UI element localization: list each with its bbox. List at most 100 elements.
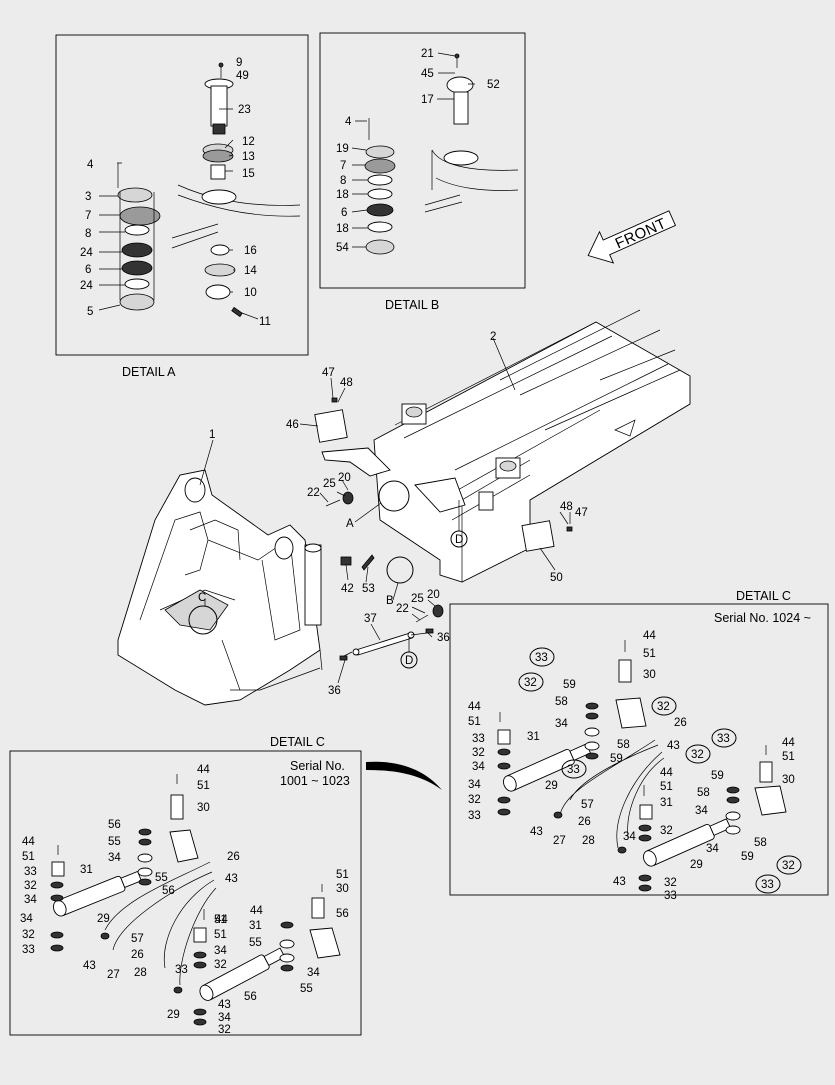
main-leader-lines bbox=[199, 337, 571, 684]
part-number: 47 bbox=[575, 507, 588, 519]
detail-c-right-cylinder-2 bbox=[643, 818, 732, 867]
part-number: 30 bbox=[782, 774, 795, 786]
detail-c-left-frame bbox=[9, 750, 362, 1036]
detail-c-left-bracket-2 bbox=[309, 927, 341, 959]
part-number: 15 bbox=[242, 168, 255, 180]
part-number: 32 bbox=[22, 929, 35, 941]
detail-c-curved-arrow bbox=[366, 761, 442, 790]
circled-label: 32 bbox=[691, 749, 704, 761]
part-number: 31 bbox=[527, 731, 540, 743]
detail-a-bearing-stack bbox=[117, 163, 161, 311]
main-part-numbers: 2 1 47 48 46 25 20 22 42 53 48 47 50 22 … bbox=[209, 331, 588, 697]
circled-label: 33 bbox=[717, 733, 730, 745]
part-number: 26 bbox=[578, 816, 591, 828]
part-number: 19 bbox=[336, 143, 349, 155]
detail-a-frame bbox=[55, 34, 309, 356]
part-number: 27 bbox=[107, 969, 120, 981]
detail-b-caption: DETAIL B bbox=[385, 298, 439, 312]
detail-b-frame-arm bbox=[424, 149, 519, 213]
part-number: 52 bbox=[487, 79, 500, 91]
part-number: 55 bbox=[300, 983, 313, 995]
part-number: 20 bbox=[427, 589, 440, 601]
serial-right: Serial No. 1024 ~ bbox=[714, 611, 811, 625]
part-number: 59 bbox=[741, 851, 754, 863]
detail-c-left-part-numbers: 44 51 30 56 55 34 26 43 55 56 44 51 31 3… bbox=[20, 764, 349, 1036]
part-number: 30 bbox=[197, 802, 210, 814]
part-number: 51 bbox=[782, 751, 795, 763]
part-number: 44 bbox=[197, 764, 210, 776]
detail-b-pin-assembly bbox=[443, 53, 479, 166]
part-number: 29 bbox=[167, 1009, 180, 1021]
part-number: 36 bbox=[437, 632, 450, 644]
part-number: 30 bbox=[336, 883, 349, 895]
part-number: 22 bbox=[396, 603, 409, 615]
part-number: 25 bbox=[323, 478, 336, 490]
part-number: 12 bbox=[242, 136, 255, 148]
ref-letter-d-2: D bbox=[405, 655, 413, 667]
detail-a bbox=[55, 34, 309, 356]
part-number: 2 bbox=[490, 331, 496, 343]
detail-b-bearing-stack bbox=[364, 118, 396, 255]
detail-c-left bbox=[9, 750, 362, 1036]
part-number: 46 bbox=[286, 419, 299, 431]
rear-frame bbox=[321, 309, 691, 583]
part-number: 34 bbox=[706, 843, 719, 855]
detail-c-left-hardware bbox=[50, 774, 325, 1026]
detail-b bbox=[319, 32, 526, 289]
part-number: 16 bbox=[244, 245, 257, 257]
part-number: 7 bbox=[340, 160, 346, 172]
part-number: 51 bbox=[214, 914, 227, 926]
ref-letter-d-1: D bbox=[455, 534, 463, 546]
part-number: 49 bbox=[236, 70, 249, 82]
part-number: 33 bbox=[24, 866, 37, 878]
part-number: 51 bbox=[197, 780, 210, 792]
part-number: 34 bbox=[218, 1012, 231, 1024]
part-number: 33 bbox=[664, 890, 677, 902]
part-number: 14 bbox=[244, 265, 257, 277]
part-number: 34 bbox=[472, 761, 485, 773]
part-number: 32 bbox=[664, 877, 677, 889]
detail-c-right-bracket-1 bbox=[615, 697, 647, 729]
part-number: 30 bbox=[643, 669, 656, 681]
part-number: 24 bbox=[80, 280, 93, 292]
part-number: 34 bbox=[623, 831, 636, 843]
part-number: 3 bbox=[85, 191, 91, 203]
ref-letter-a: A bbox=[346, 518, 354, 530]
part-number: 5 bbox=[87, 306, 93, 318]
part-number: 24 bbox=[80, 247, 93, 259]
part-number: 32 bbox=[472, 747, 485, 759]
part-number: 57 bbox=[131, 933, 144, 945]
circled-part-labels bbox=[518, 647, 802, 894]
detail-b-frame bbox=[319, 32, 526, 289]
circled-label: 33 bbox=[761, 879, 774, 891]
ref-letter-c: C bbox=[198, 592, 206, 604]
detail-c-right-part-numbers: 44 51 30 59 58 34 26 43 44 51 31 33 32 3… bbox=[468, 630, 795, 902]
part-number: 32 bbox=[214, 959, 227, 971]
part-number: 43 bbox=[667, 740, 680, 752]
part-number: 51 bbox=[214, 929, 227, 941]
circled-label: 32 bbox=[524, 677, 537, 689]
detail-a-pin-assembly bbox=[201, 62, 243, 318]
part-number: 31 bbox=[660, 797, 673, 809]
ref-letter-b: B bbox=[386, 595, 394, 607]
detail-c-right bbox=[449, 603, 829, 896]
part-number: 25 bbox=[411, 593, 424, 605]
detail-c-right-bracket-2 bbox=[754, 785, 787, 816]
part-number: 58 bbox=[697, 787, 710, 799]
part-number: 58 bbox=[617, 739, 630, 751]
part-number: 44 bbox=[468, 701, 481, 713]
detail-a-frame-arm bbox=[171, 184, 301, 249]
part-number: 44 bbox=[215, 914, 228, 926]
part-number: 6 bbox=[341, 207, 347, 219]
circled-label-text: 33 32 33 32 33 32 33 bbox=[524, 652, 774, 891]
part-number: 58 bbox=[754, 837, 767, 849]
part-number: 17 bbox=[421, 94, 434, 106]
part-number: 48 bbox=[340, 377, 353, 389]
part-number: 50 bbox=[550, 572, 563, 584]
part-number: 32 bbox=[660, 825, 673, 837]
part-number: 13 bbox=[242, 151, 255, 163]
detail-a-ref-circle bbox=[378, 480, 410, 512]
part-number: 48 bbox=[560, 501, 573, 513]
part-number: 8 bbox=[85, 228, 91, 240]
